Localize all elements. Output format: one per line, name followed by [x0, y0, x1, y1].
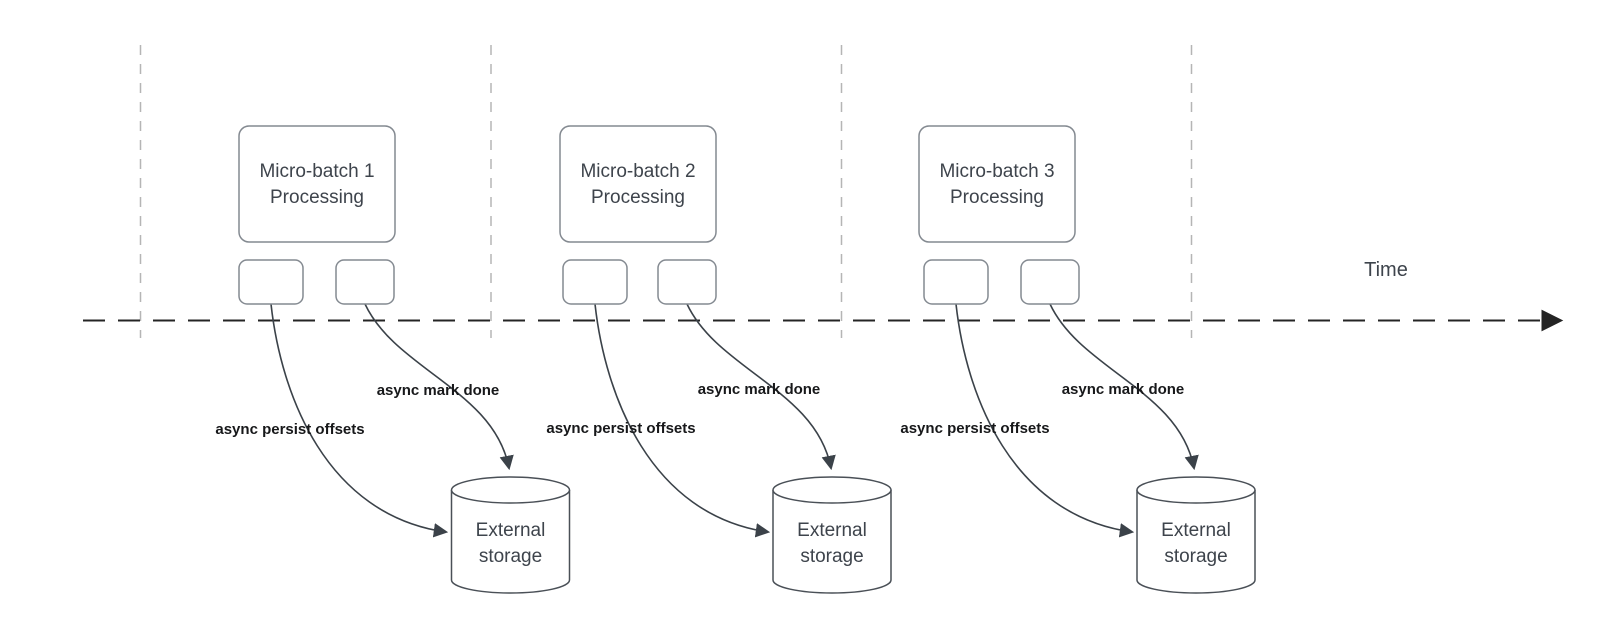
- persist-offsets-label-2: async persist offsets: [546, 420, 695, 437]
- time-axis-label: Time: [1364, 259, 1408, 281]
- mark-done-label-1: async mark done: [377, 382, 500, 399]
- persist-offsets-arrow-2: [594, 303, 771, 538]
- external-storage-cylinder-1: External storage: [450, 476, 571, 594]
- processing-box-3-label-line1: Micro-batch 3: [939, 161, 1054, 182]
- storage-label-2-line1: External: [797, 520, 867, 541]
- mark-done-label-3: async mark done: [1062, 381, 1185, 398]
- persist-offsets-label-3: async persist offsets: [900, 420, 1049, 437]
- persist-offsets-label-1: async persist offsets: [215, 421, 364, 438]
- storage-label-1-line1: External: [476, 520, 546, 541]
- processing-box-2-label-line2: Processing: [591, 187, 685, 208]
- mark-done-arrow-1: [364, 303, 514, 471]
- processing-box-3-label-line2: Processing: [950, 187, 1044, 208]
- storage-label-3-line2: storage: [1164, 546, 1227, 567]
- external-storage-cylinder-2: External storage: [772, 476, 892, 594]
- persist-offsets-arrow-3: [955, 303, 1135, 538]
- mark-done-arrow-2: [686, 303, 836, 471]
- mark-done-label-2: async mark done: [698, 381, 821, 398]
- processing-box-2-label-line1: Micro-batch 2: [580, 161, 695, 182]
- persist-offsets-arrow-1: [270, 303, 449, 538]
- persist-offsets-node-2: [562, 259, 628, 305]
- mark-done-node-3: [1020, 259, 1080, 305]
- section-micro-batch-3: Micro-batch 3 Processing async persist o…: [900, 125, 1256, 594]
- processing-box-2: [559, 125, 717, 243]
- mark-done-node-1: [335, 259, 395, 305]
- section-micro-batch-1: Micro-batch 1 Processing async persist o…: [215, 125, 571, 594]
- storage-label-1-line2: storage: [479, 546, 542, 567]
- storage-label-2-line2: storage: [800, 546, 863, 567]
- processing-box-1: [238, 125, 396, 243]
- storage-label-3-line1: External: [1161, 520, 1231, 541]
- processing-box-1-label-line2: Processing: [270, 187, 364, 208]
- processing-box-1-label-line1: Micro-batch 1: [259, 161, 374, 182]
- persist-offsets-node-1: [238, 259, 304, 305]
- processing-box-3: [918, 125, 1076, 243]
- external-storage-cylinder-3: External storage: [1136, 476, 1256, 594]
- persist-offsets-node-3: [923, 259, 989, 305]
- mark-done-node-2: [657, 259, 717, 305]
- section-micro-batch-2: Micro-batch 2 Processing async persist o…: [546, 125, 892, 594]
- mark-done-arrow-3: [1049, 303, 1199, 471]
